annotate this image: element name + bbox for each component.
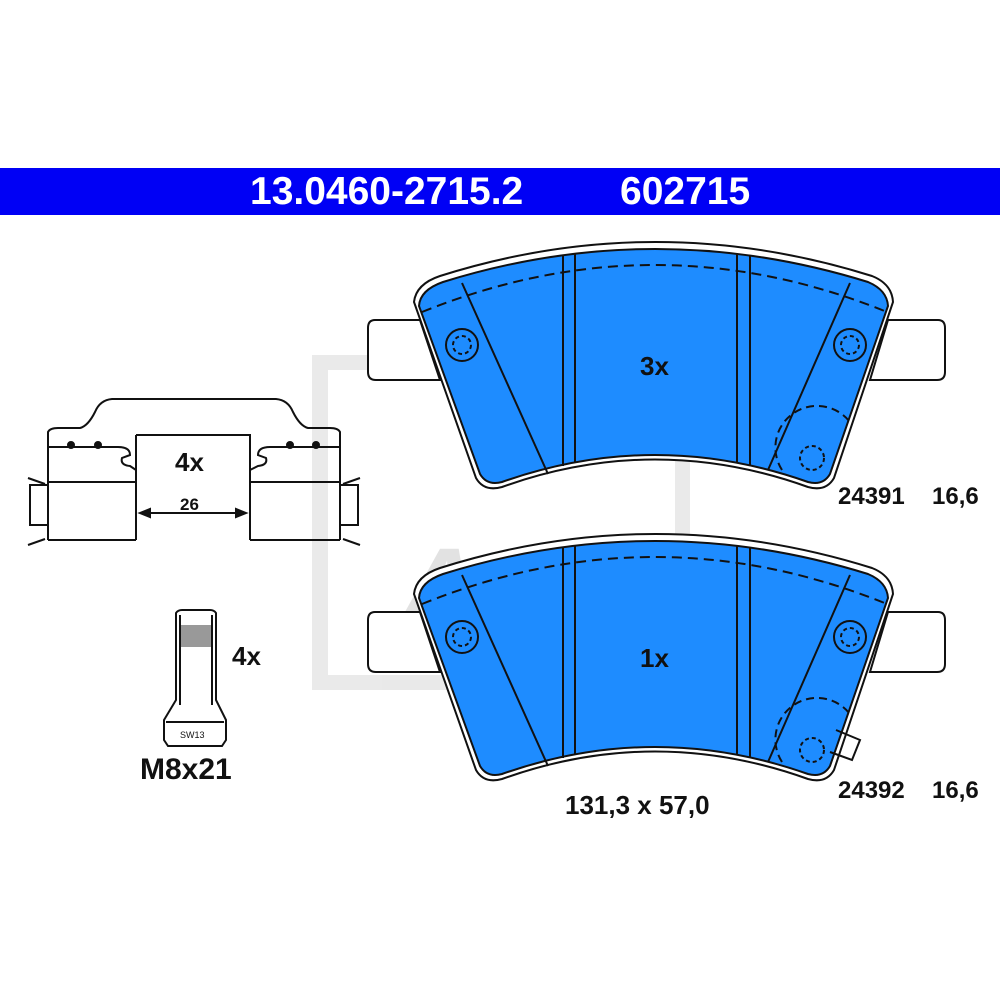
anti-rattle-clip (27, 398, 361, 546)
part-number: 13.0460-2715.2 (250, 170, 524, 213)
pad-bottom-quantity: 1x (640, 643, 669, 673)
pad-top-ref: 24391 (838, 483, 905, 510)
wear-sensor (829, 729, 862, 762)
clip-quantity: 4x (175, 447, 204, 477)
clip-dimension: 26 (180, 495, 199, 514)
pad-top-thickness: 16,6 (932, 483, 979, 510)
pad-top-quantity: 3x (640, 351, 669, 381)
pad-dimensions: 131,3 x 57,0 (565, 790, 710, 820)
pad-bottom-thickness: 16,6 (932, 777, 979, 804)
bolt-quantity: 4x (232, 641, 261, 671)
bolt-drawing (163, 609, 227, 747)
pad-bottom-ref: 24392 (838, 777, 905, 804)
bolt-size: M8x21 (140, 753, 232, 786)
bolt-wrench-size: SW13 (180, 730, 205, 740)
header-banner: 13.0460-2715.2 602715 (0, 168, 1000, 215)
article-number: 602715 (620, 170, 751, 213)
